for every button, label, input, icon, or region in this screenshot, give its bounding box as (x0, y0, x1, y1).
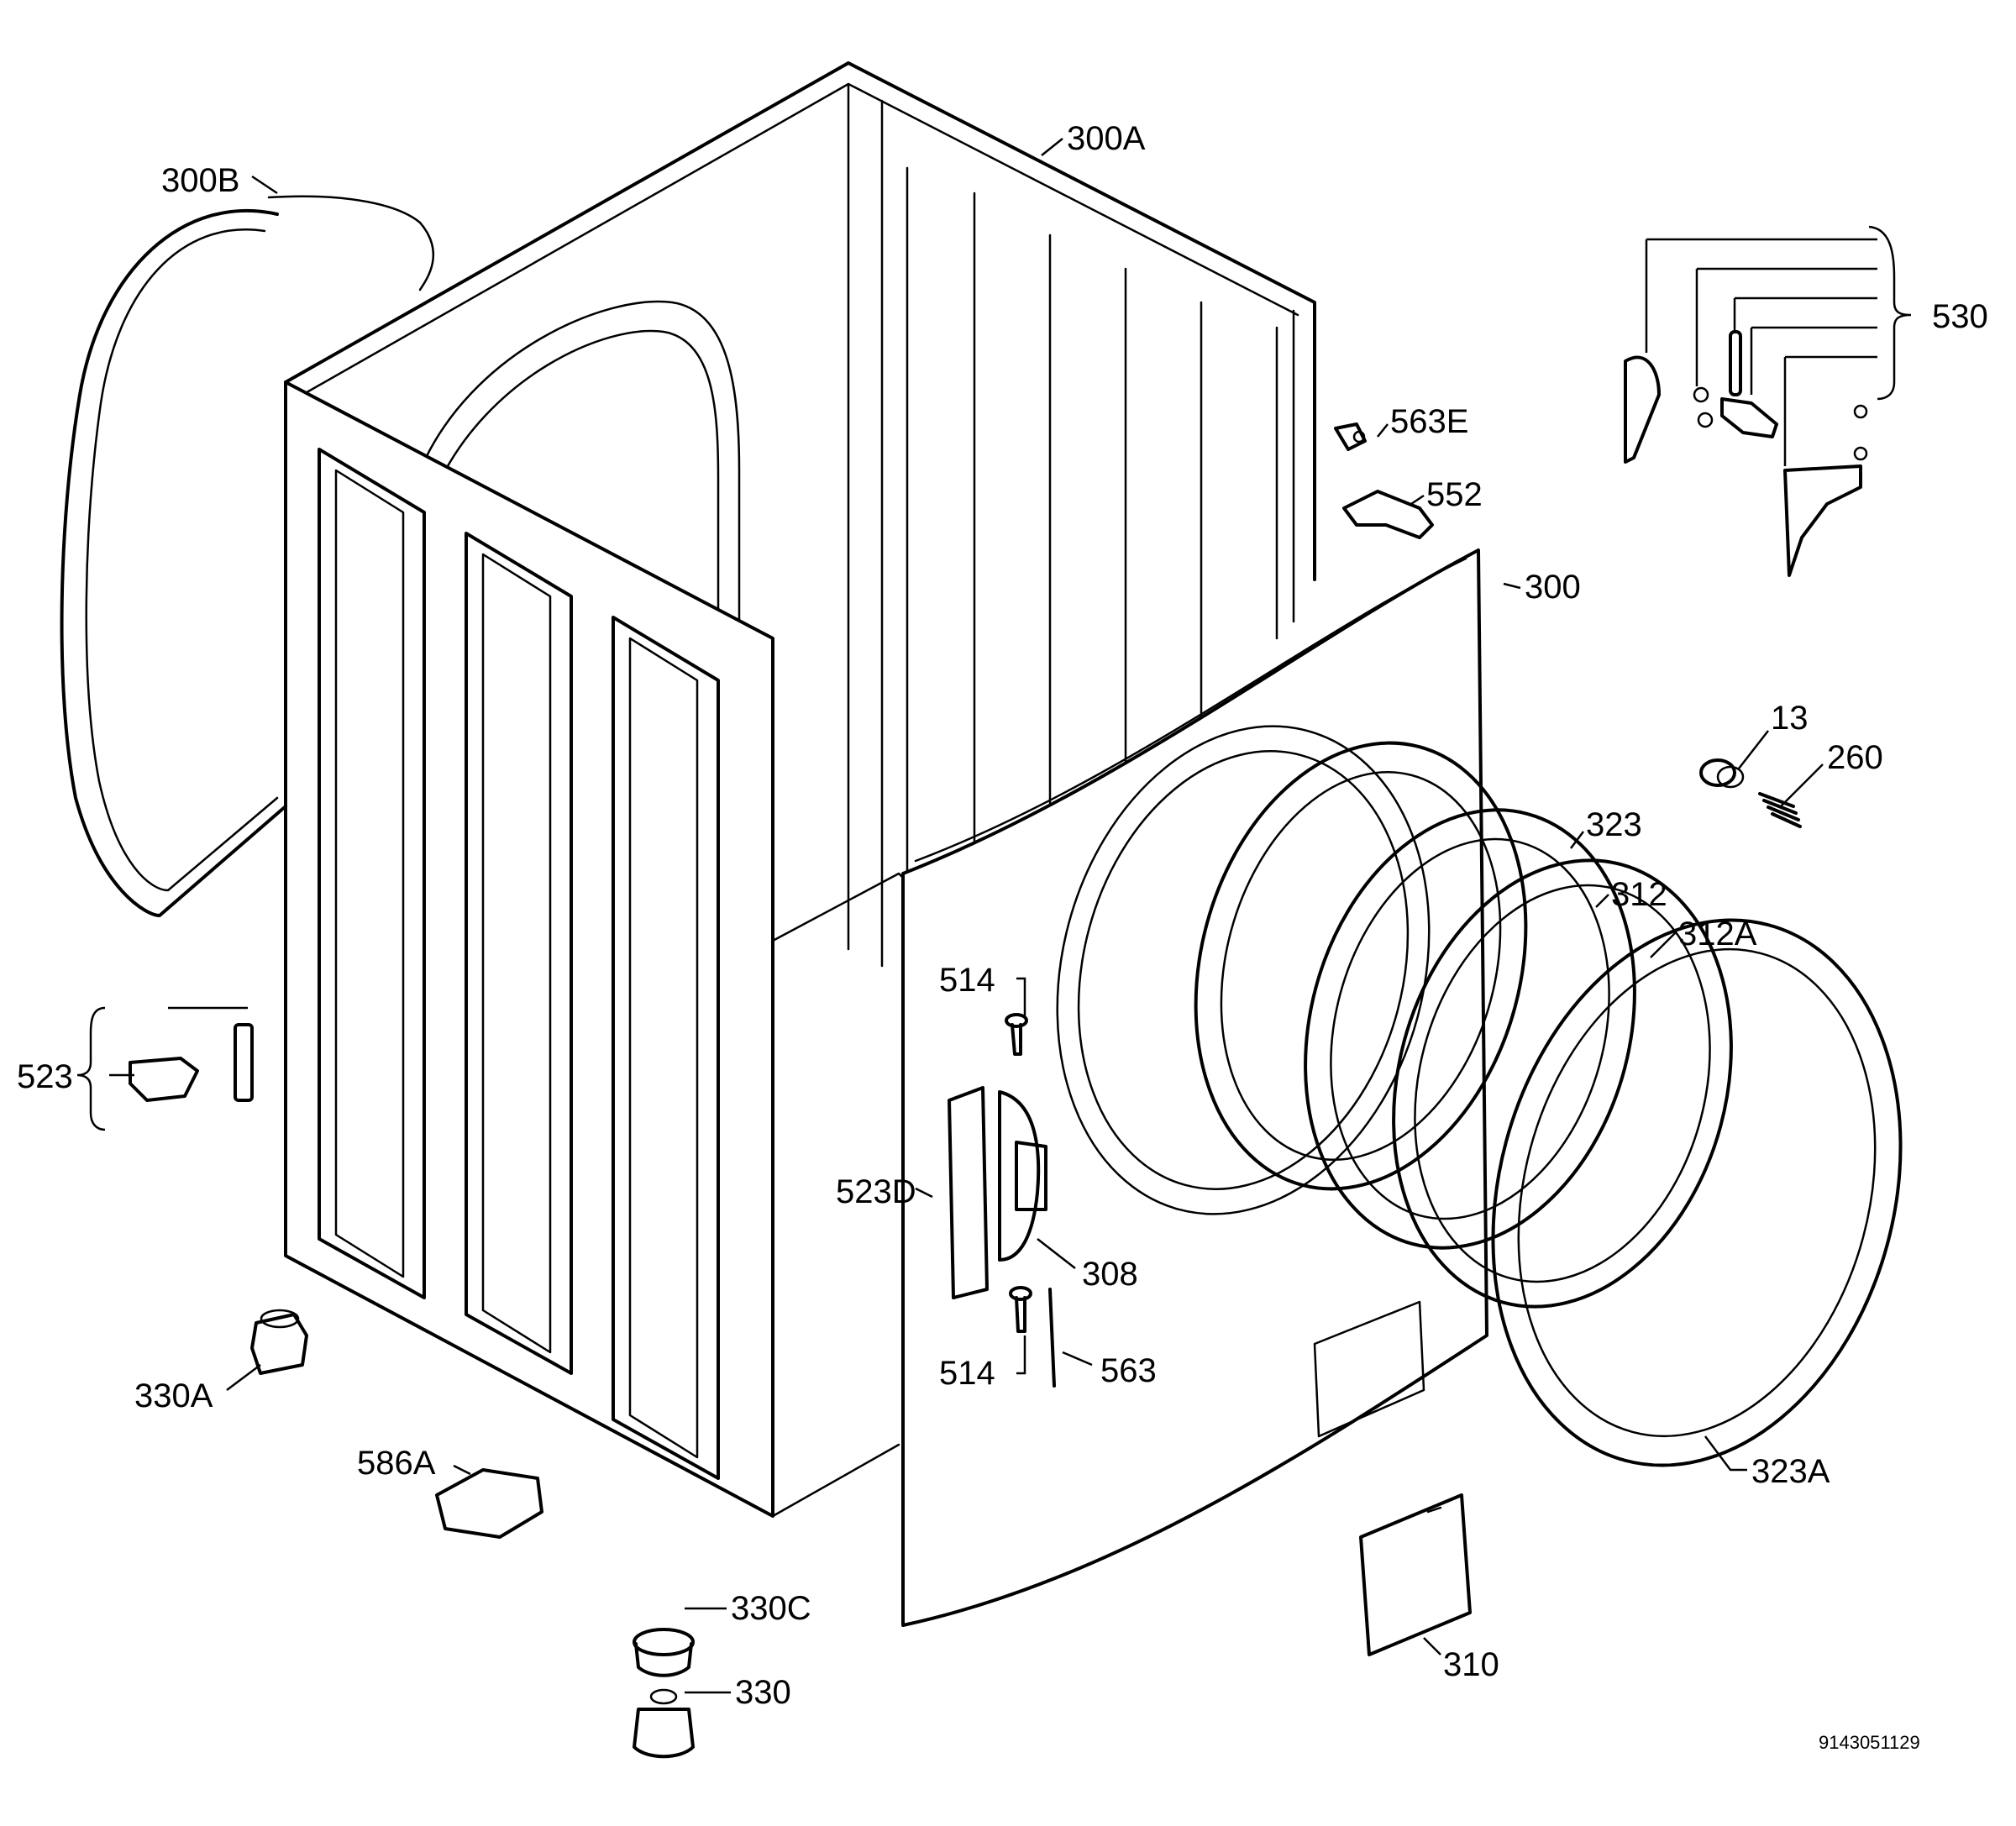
spring-260 (1758, 792, 1802, 828)
drawing-code: 9143051129 (1819, 1732, 1920, 1753)
filter-flap-310 (1359, 1493, 1472, 1656)
callout-523D: 523D (836, 1173, 916, 1210)
callout-563E: 563E (1390, 403, 1468, 440)
callout-300A: 300A (1067, 120, 1146, 157)
cabinet-housing (284, 61, 1316, 1518)
door-outer-323A (1491, 918, 1903, 1467)
callout-308: 308 (1082, 1256, 1138, 1293)
door-frame-323 (1194, 741, 1528, 1191)
callout-514-top: 514 (939, 962, 995, 999)
callout-552: 552 (1426, 476, 1483, 513)
callout-530: 530 (1932, 298, 1988, 335)
bracket-552 (1342, 490, 1434, 539)
screw-514-top (1005, 1013, 1028, 1056)
leader-lines (76, 138, 1912, 1694)
callout-563: 563 (1100, 1352, 1157, 1389)
foot-330A (250, 1309, 308, 1375)
door-inner-312 (1304, 808, 1636, 1250)
callout-330A: 330A (134, 1377, 213, 1414)
rear-bearing-ring (60, 195, 435, 917)
door-hinge-530 (1624, 330, 1868, 577)
callout-300: 300 (1525, 569, 1581, 606)
foot-330 (633, 1688, 695, 1759)
hook-563E (1334, 422, 1367, 451)
callout-514-bottom: 514 (939, 1355, 995, 1392)
callout-323A: 323A (1751, 1453, 1830, 1490)
bracket-586A (435, 1468, 543, 1539)
callout-523: 523 (17, 1058, 73, 1095)
foot-330C (633, 1628, 695, 1677)
rod-563 (1048, 1288, 1056, 1388)
door-glass-312A (1392, 858, 1733, 1309)
callout-330: 330 (735, 1674, 791, 1711)
callout-300B: 300B (161, 162, 239, 199)
door-lock-523 (129, 1023, 254, 1102)
callout-323: 323 (1586, 806, 1642, 843)
door-latch-308 (998, 1090, 1047, 1262)
callout-13: 13 (1771, 700, 1809, 737)
callout-312: 312 (1611, 876, 1667, 913)
callout-310: 310 (1443, 1646, 1499, 1683)
callout-330C: 330C (731, 1590, 811, 1627)
front-panel (901, 548, 1488, 1627)
callout-labels: 300A 300B 530 563E 552 300 13 260 323 31… (17, 120, 1988, 1753)
screw-514-bottom (1009, 1286, 1032, 1333)
callout-586A: 586A (357, 1445, 436, 1482)
callout-312A: 312A (1678, 916, 1757, 952)
callout-260: 260 (1827, 739, 1883, 776)
lock-plate-523D (948, 1086, 989, 1299)
cap-13 (1699, 758, 1745, 789)
